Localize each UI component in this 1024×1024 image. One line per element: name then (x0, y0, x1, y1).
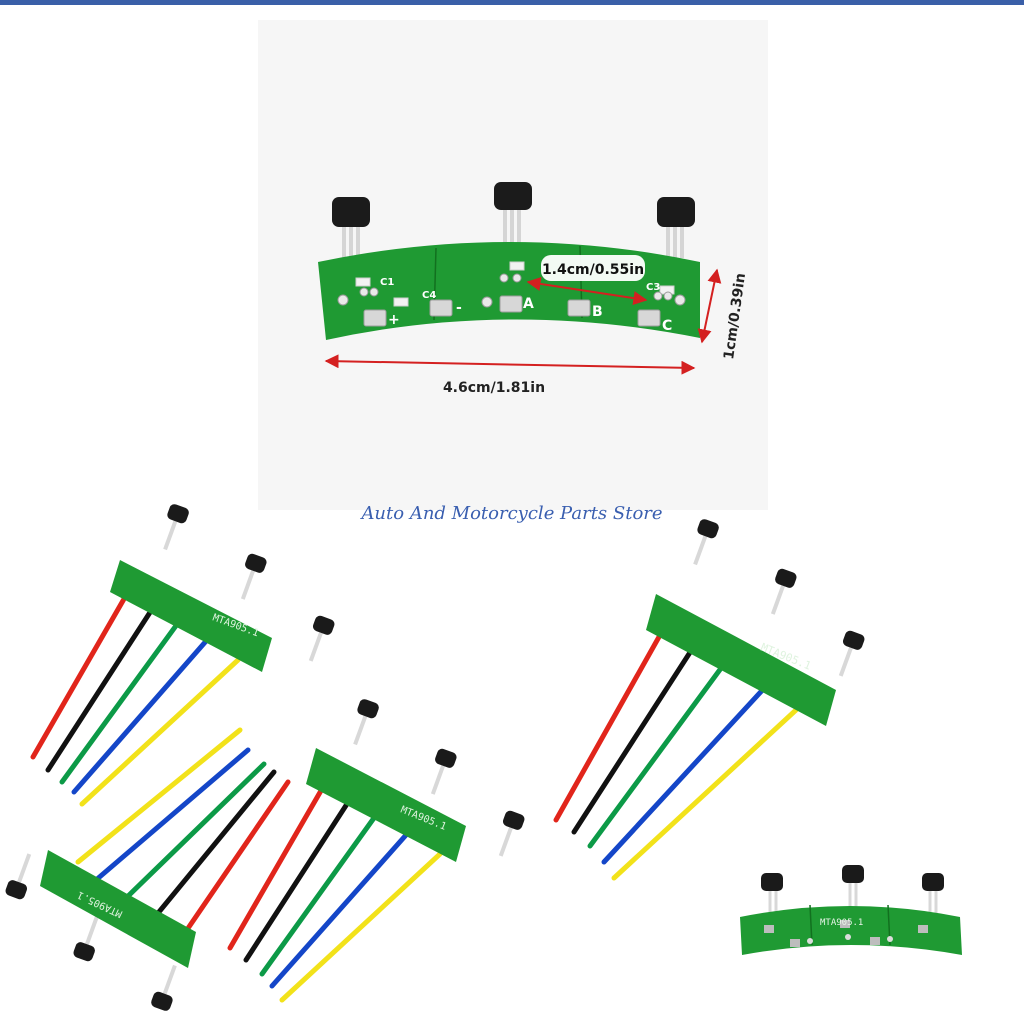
label-c3: C3 (646, 282, 660, 293)
hall-sensor-right (657, 197, 695, 227)
hall-sensor-middle (494, 182, 532, 210)
wired-board-top-right: MTA905.1 (553, 515, 887, 881)
label-minus: - (456, 300, 462, 316)
pad-a (499, 295, 523, 313)
store-name-watermark: Auto And Motorcycle Parts Store (361, 503, 663, 524)
height-dimension-arrow (697, 268, 722, 344)
pad-c (637, 309, 661, 327)
height-dimension-label: 1cm/0.39in (721, 272, 749, 360)
wired-board-bottom-center: MTA905.1 (227, 695, 547, 1003)
hall-sensor-left (332, 197, 370, 227)
label-b: B (592, 304, 603, 320)
top-color-bar (0, 0, 1024, 5)
label-c1: C1 (380, 277, 394, 288)
spacing-dimension-label: 1.4cm/0.55in (542, 262, 644, 278)
pad-minus (429, 299, 453, 317)
label-c: C (662, 318, 672, 334)
length-dimension-arrow (324, 354, 696, 375)
label-a: A (523, 296, 534, 312)
bare-board-bottom-right (738, 863, 964, 957)
wired-board-bottom-left: MTA905.1 (0, 727, 291, 1015)
pad-b (567, 299, 591, 317)
wired-board-top-left: MTA905.1 (30, 500, 357, 807)
spacing-dimension-arrow (526, 276, 648, 306)
label-plus: + (388, 312, 400, 328)
pad-plus (363, 309, 387, 327)
length-dimension-label: 4.6cm/1.81in (443, 380, 545, 396)
label-c4: C4 (422, 290, 436, 301)
